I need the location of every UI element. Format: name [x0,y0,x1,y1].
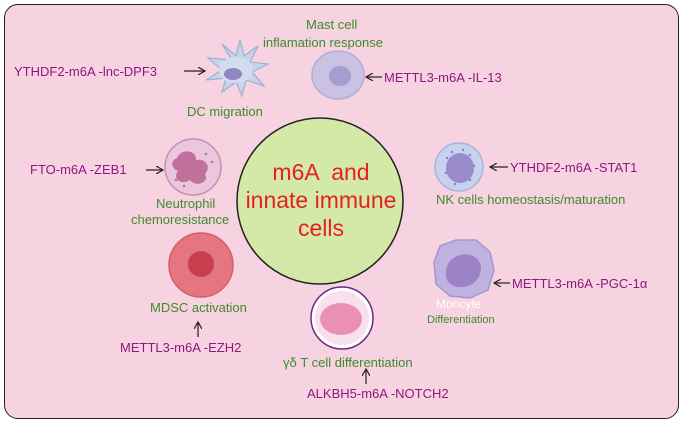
mast-cell-icon [311,50,365,100]
dc-regulator: YTHDF2-m6A -lnc-DPF3 [14,64,158,79]
monocyte-icon [433,239,495,299]
center-title-line1: m6A and [272,159,370,185]
center-circle [236,117,404,285]
neutrophil-icon [164,138,222,196]
neutrophil-label-line2: chemoresistance [131,212,230,227]
gdt-label: γδ T cell differentiation [283,355,413,370]
gdt-regulator: ALKBH5-m6A -NOTCH2 [307,386,449,401]
mdsc-cell-icon [168,232,234,298]
nk-regulator: YTHDF2-m6A -STAT1 [510,160,638,175]
mast-label-line2: inflamation response [263,35,383,50]
monocyte-regulator: METTL3-m6A -PGC-1α [512,276,648,291]
center-title: m6A and innate immune cells [236,158,406,242]
gd-t-cell-icon [310,286,374,350]
mast-regulator: METTL3-m6A -IL-13 [384,70,502,85]
center-title-line2: innate immune [245,187,397,213]
center-title-line3: cells [297,215,344,241]
monocyte-label-line1: Moncyte [436,297,482,311]
neutrophil-regulator: FTO-m6A -ZEB1 [30,162,127,177]
mast-label-line1: Mast cell [306,17,358,32]
monocyte-label-line2: Differentiation [427,314,495,326]
nk-cell-icon [434,142,484,192]
dendritic-cell-icon [205,39,271,98]
mdsc-regulator: METTL3-m6A -EZH2 [120,340,242,355]
neutrophil-label-line1: Neutrophil [156,196,216,211]
dc-label: DC migration [187,104,263,119]
mdsc-label: MDSC activation [150,300,247,315]
nk-label: NK cells homeostasis/maturation [436,192,626,207]
